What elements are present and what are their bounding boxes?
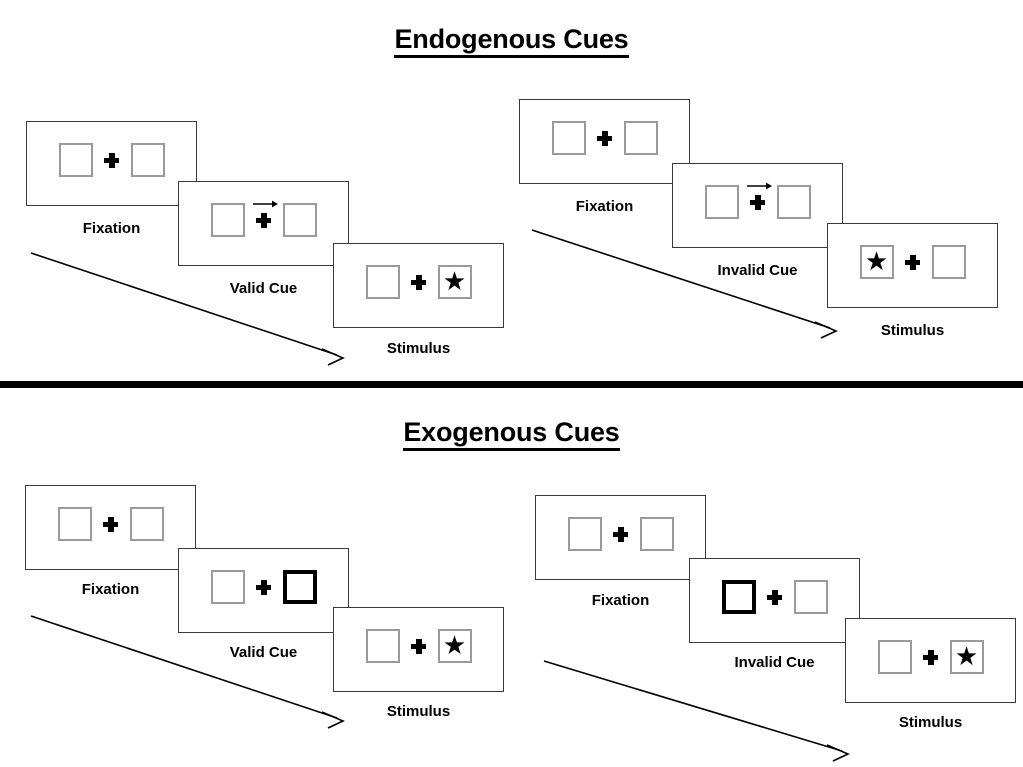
right-box	[129, 507, 164, 541]
left-box-with-star: ★	[859, 245, 894, 279]
left-box	[210, 570, 245, 604]
right-box	[776, 185, 811, 219]
panel-endogenous-invalid-cue	[672, 163, 843, 248]
caption-exogenous-invalid-fixation: Fixation	[591, 592, 650, 609]
panel-endogenous-valid-stimulus: ★	[333, 243, 504, 328]
section-title-exogenous-text: Exogenous Cues	[403, 417, 620, 451]
caption-exogenous-valid-stimulus: Stimulus	[386, 703, 451, 720]
caption-endogenous-invalid-fixation: Fixation	[575, 198, 634, 215]
fixation-cross-icon	[245, 579, 283, 595]
right-box	[282, 203, 317, 237]
section-title-exogenous: Exogenous Cues	[0, 417, 1023, 451]
left-box	[365, 629, 400, 663]
time-sequence-arrow-icon	[543, 660, 850, 762]
caption-endogenous-valid-stimulus: Stimulus	[386, 340, 451, 357]
right-box-cued	[282, 570, 317, 604]
caption-endogenous-valid-cue: Valid Cue	[229, 280, 298, 297]
left-box-cued	[721, 580, 756, 614]
right-box-with-star: ★	[437, 629, 472, 663]
caption-exogenous-invalid-stimulus: Stimulus	[898, 714, 963, 731]
panel-exogenous-valid-stimulus: ★	[333, 607, 504, 692]
left-box	[567, 517, 602, 551]
star-icon: ★	[442, 266, 467, 296]
left-box	[57, 507, 92, 541]
fixation-cross-icon	[586, 130, 624, 146]
section-title-endogenous: Endogenous Cues	[0, 24, 1023, 58]
fixation-cross-icon	[400, 638, 438, 654]
panel-endogenous-invalid-stimulus: ★	[827, 223, 998, 308]
panel-endogenous-valid-fixation	[26, 121, 197, 206]
panel-exogenous-valid-cue	[178, 548, 349, 633]
caption-exogenous-valid-fixation: Fixation	[81, 581, 140, 598]
caption-endogenous-invalid-stimulus: Stimulus	[880, 322, 945, 339]
fixation-cross-icon	[602, 526, 640, 542]
caption-endogenous-valid-fixation: Fixation	[82, 220, 141, 237]
fixation-cross-icon	[756, 589, 794, 605]
right-box-with-star: ★	[437, 265, 472, 299]
caption-exogenous-invalid-cue: Invalid Cue	[734, 654, 815, 671]
star-icon: ★	[442, 630, 467, 660]
fixation-cross-icon	[894, 254, 932, 270]
right-box	[130, 143, 165, 177]
panel-endogenous-invalid-fixation	[519, 99, 690, 184]
panel-endogenous-valid-cue	[178, 181, 349, 266]
fixation-cross-icon	[93, 152, 131, 168]
caption-endogenous-invalid-cue: Invalid Cue	[717, 262, 798, 279]
panel-exogenous-invalid-fixation	[535, 495, 706, 580]
fixation-cross-icon	[92, 516, 130, 532]
right-box	[623, 121, 658, 155]
arrow-right-icon	[252, 200, 278, 207]
panel-exogenous-invalid-stimulus: ★	[845, 618, 1016, 703]
right-box-with-star: ★	[949, 640, 984, 674]
fixation-cross-icon	[245, 200, 283, 228]
right-box	[931, 245, 966, 279]
left-box	[210, 203, 245, 237]
fixation-cross-icon	[739, 182, 777, 210]
left-box	[877, 640, 912, 674]
star-icon: ★	[954, 641, 979, 671]
fixation-cross-icon	[400, 274, 438, 290]
left-box	[58, 143, 93, 177]
left-box	[365, 265, 400, 299]
panel-exogenous-valid-fixation	[25, 485, 196, 570]
arrow-right-icon	[746, 182, 772, 189]
right-box	[793, 580, 828, 614]
left-box	[551, 121, 586, 155]
section-title-endogenous-text: Endogenous Cues	[394, 24, 629, 58]
left-box	[704, 185, 739, 219]
fixation-cross-icon	[912, 649, 950, 665]
section-divider	[0, 381, 1023, 388]
caption-exogenous-valid-cue: Valid Cue	[229, 644, 298, 661]
right-box	[639, 517, 674, 551]
star-icon: ★	[864, 246, 889, 276]
panel-exogenous-invalid-cue	[689, 558, 860, 643]
